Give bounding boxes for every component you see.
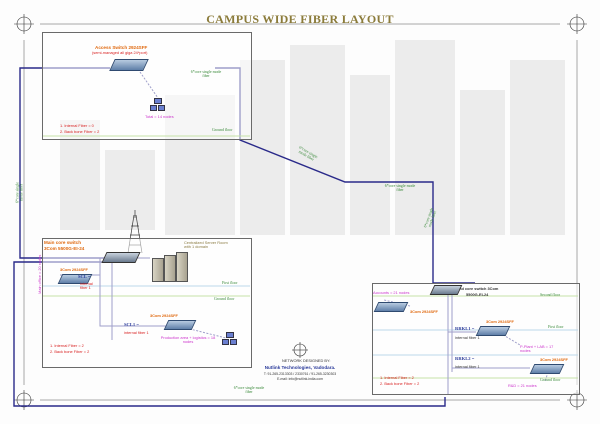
rrkl1-sub: internal fiber 1	[455, 335, 480, 340]
designer-phone: T: 91-265-2313303 / 2330761 / 91-265-323…	[263, 372, 337, 376]
corner-mark-bottom-left	[14, 390, 34, 410]
top-internal-fiber: 1. Internal Fiber = 0	[60, 123, 94, 128]
main-core-title: Main core switch	[44, 240, 82, 245]
scl-sub: internal fiber 1	[80, 281, 93, 291]
right-switch-c-icon	[529, 364, 565, 374]
right-switch-b-label: 3Com 2924SFF	[486, 319, 514, 324]
access-switch-subtitle: (semi-managed all giga 24*port)	[92, 50, 148, 55]
main-office-nodes: Main office = 20 nodes	[36, 254, 42, 294]
left-fiber-label: 6*core single mode fiber	[15, 182, 24, 203]
main-internal-fiber: 1. Internal Fiber = 2	[50, 343, 84, 348]
top-building-block	[42, 32, 252, 140]
right-backbone-fiber: 2. Back bone Fiber = 2	[380, 381, 420, 386]
core2-switch-icon	[429, 285, 463, 295]
middle-fiber-label-b: 6*core single mode fiber	[384, 184, 416, 193]
main-left-switch-label: 3Com 2924SFF	[60, 267, 88, 272]
core2-model: 5500G-EI-24	[466, 292, 489, 297]
main-backbone-fiber: 2. Back bone Fiber = 2	[50, 349, 90, 354]
right-switch-a-label: 3Com 2924SFF	[410, 309, 438, 314]
rnd-nodes: R&D = 21 nodes	[508, 383, 537, 388]
production-nodes-icon	[222, 332, 237, 345]
scl1-switch-label: 3Com 2924SFF	[150, 313, 178, 318]
border-ticks	[23, 23, 578, 401]
main-core-model: 3Com 5500G-EI-24	[44, 246, 85, 251]
scl1-label: SCL1 =	[124, 322, 139, 327]
server-rack-icon	[152, 252, 188, 282]
corner-mark-top-right	[567, 14, 587, 34]
designer-company: Nutlink Technologies, Vadodara.	[264, 365, 336, 370]
scl-label: SCL =	[78, 274, 91, 279]
right-switch-c-label: 3Com 2924SFF	[540, 357, 568, 362]
main-first-floor: First floor	[222, 281, 238, 285]
top-nodes-count: Total = 14 nodes	[145, 114, 174, 119]
background-skyline	[60, 40, 565, 235]
top-backbone-fiber: 2. Back bone Fiber = 2	[60, 129, 100, 134]
top-nodes-icon	[150, 98, 165, 111]
server-room-label: Centralized Server Room with 1 domain	[184, 240, 228, 250]
rrkl2-sub: internal fiber 1	[455, 364, 480, 369]
right-second-floor: Second floor	[540, 293, 560, 297]
designer-logo-icon	[292, 342, 308, 358]
page-title: CAMPUS WIDE FIBER LAYOUT	[206, 12, 394, 26]
rrkl1-label: RRKL1 =	[455, 326, 475, 331]
scl1-sub: internal fiber 1	[124, 330, 149, 335]
scl1-switch-icon	[163, 320, 197, 330]
right-first-floor: First floor	[548, 325, 564, 329]
right-building-block	[372, 283, 580, 395]
right-ground-floor: Ground floor	[540, 378, 561, 382]
top-ground-floor-label: Ground floor	[212, 128, 233, 132]
top-fiber-label: 6*core single mode fiber	[190, 70, 222, 79]
bottom-fiber-label: 6*core single mode fiber	[233, 386, 265, 395]
pplant-nodes: P-Plant + LAB = 17 nodes	[520, 344, 554, 354]
main-core-switch-icon	[101, 252, 141, 263]
accounts-nodes: Accounts = 21 nodes	[373, 290, 410, 295]
production-nodes: Production area + logistics = 18 nodes	[160, 335, 216, 345]
corner-mark-top-left	[14, 14, 34, 34]
main-ground-floor: Ground floor	[214, 297, 235, 301]
main-building-block	[42, 238, 252, 368]
designer-heading: NETWORK DESIGNED BY:	[282, 358, 331, 363]
access-switch-icon	[109, 59, 149, 71]
access-switch-title: Access Switch 2924SFF	[95, 45, 148, 50]
rrkl2-label: RRKL2 =	[455, 356, 475, 361]
right-switch-b-icon	[475, 326, 511, 336]
right-switch-a-icon	[373, 302, 409, 312]
designer-email: E-mail: info@nutlink-india.com	[277, 377, 323, 381]
core2-title: 2nd core switch 3Com	[457, 286, 499, 291]
right-internal-fiber: 1. Internal Fiber = 2	[380, 375, 414, 380]
